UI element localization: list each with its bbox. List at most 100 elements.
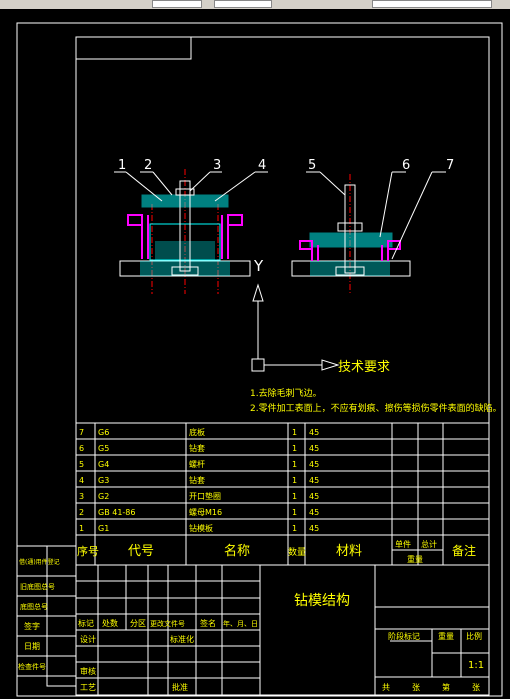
sidebar-label: 日期 — [24, 642, 40, 651]
ucs-icon — [251, 283, 340, 372]
bom-cell-seq: 4 — [79, 476, 84, 485]
toolbar-field[interactable] — [372, 0, 492, 8]
screw — [179, 180, 191, 272]
tb-stage: 阶段标记 — [388, 631, 420, 641]
inner-frame — [75, 36, 490, 696]
bom-cell-qty: 1 — [292, 428, 297, 437]
base-plate — [119, 260, 251, 277]
bom-cell-name: 钻套 — [189, 443, 205, 453]
toolbar-field[interactable] — [214, 0, 272, 8]
bom-cell-code: GB 41-86 — [98, 508, 135, 517]
tech-note-2: 2.零件加工表面上，不应有划痕、擦伤等损伤零件表面的缺陷。 — [250, 402, 502, 414]
sidebar-label: 借(通)用件登记 — [19, 558, 60, 566]
bom-header: 序号 代号 名称 数量 材料 单件 总计 重量 备注 — [77, 539, 476, 564]
bom-cell-code: G5 — [98, 444, 109, 453]
tb-approve: 批准 — [172, 682, 188, 692]
base-plate — [291, 260, 411, 277]
bushing — [387, 240, 401, 250]
sidebar-label: 旧底图总号 — [20, 582, 55, 591]
tb-scale: 比例 — [466, 631, 482, 641]
balloon-4: 4 — [258, 158, 266, 173]
tb-sheets: 共 — [382, 683, 390, 692]
bom-cell-mat: 45 — [309, 476, 319, 485]
tb-weight: 重量 — [438, 631, 454, 641]
window-toolbar-strip — [0, 0, 510, 9]
bom-header-weight: 重量 — [407, 554, 423, 564]
tb-sheets: 张 — [472, 683, 480, 692]
bushing — [299, 240, 313, 250]
bom-header-remark: 备注 — [452, 543, 476, 558]
tb-standard: 标准化 — [170, 634, 194, 644]
axis-label-y: Y — [253, 257, 264, 275]
bom-header-name: 名称 — [224, 543, 250, 559]
bom-header-qty: 数量 — [288, 546, 306, 558]
bom-cell-qty: 1 — [292, 460, 297, 469]
bom-cell-name: 螺杆 — [189, 459, 205, 469]
bushing — [227, 214, 243, 226]
bom-header-mat: 材料 — [336, 544, 362, 559]
tb-sheets: 张 — [412, 683, 420, 692]
toolbar-dropdown[interactable] — [152, 0, 202, 8]
balloon-3: 3 — [213, 158, 221, 173]
bom-cell-mat: 45 — [309, 524, 319, 533]
bom-cell-mat: 45 — [309, 508, 319, 517]
bushing-walls — [141, 215, 229, 259]
code-box — [75, 36, 192, 60]
bom-cell-qty: 1 — [292, 444, 297, 453]
tb-craft: 工艺 — [80, 683, 96, 692]
bom-cell-seq: 1 — [79, 524, 84, 533]
bom-cell-mat: 45 — [309, 460, 319, 469]
bom-cell-code: G3 — [98, 476, 109, 485]
assembly-view-right[interactable]: 5 6 7 — [291, 158, 454, 294]
bom-cell-qty: 1 — [292, 492, 297, 501]
bom-cell-code: G2 — [98, 492, 109, 501]
bom-header-single: 单件 — [395, 539, 411, 549]
bom-cell-seq: 2 — [79, 508, 84, 517]
rev-header: 分区 — [130, 619, 146, 628]
bom-cell-mat: 45 — [309, 492, 319, 501]
rev-header: 处数 — [102, 618, 118, 628]
tb-sheets: 第 — [442, 682, 450, 692]
sidebar-label: 底图总号 — [20, 602, 48, 611]
bom-cell-seq: 6 — [79, 444, 84, 453]
balloon-1: 1 — [118, 158, 126, 173]
sidebar-grid — [17, 545, 77, 687]
bom-header-seq: 序号 — [77, 544, 99, 558]
bom-cell-qty: 1 — [292, 476, 297, 485]
bom-cell-qty: 1 — [292, 524, 297, 533]
screw-foot — [335, 266, 365, 276]
bom-cell-name: 钻模板 — [189, 523, 213, 533]
bom-cell-seq: 3 — [79, 492, 84, 501]
assembly-view-left[interactable]: 1 2 3 4 — [114, 158, 268, 294]
bom-cell-code: G6 — [98, 428, 109, 437]
tb-design: 设计 — [80, 634, 96, 644]
tech-title: 技术要求 — [338, 360, 390, 375]
balloon-7: 7 — [446, 158, 454, 173]
bushing-walls — [311, 245, 389, 261]
tb-audit: 审核 — [80, 666, 96, 676]
balloon-6: 6 — [402, 158, 410, 173]
drill-plate — [309, 232, 393, 248]
nut — [337, 222, 363, 232]
workpiece-hatch — [155, 241, 215, 260]
bom-grid — [75, 422, 490, 566]
rev-header: 年、月、日 — [223, 619, 258, 628]
bom-cell-name: 螺母M16 — [189, 507, 222, 517]
nut — [175, 188, 195, 196]
outer-frame — [16, 22, 503, 697]
bom-cell-seq: 5 — [79, 460, 84, 469]
bom-cell-seq: 7 — [79, 428, 84, 437]
tech-note-1: 1.去除毛刺飞边。 — [250, 387, 322, 399]
rev-header: 签名 — [200, 618, 216, 628]
base-hatch — [310, 261, 390, 276]
cad-drawing-canvas[interactable]: 1 2 3 4 Y 5 6 7 技术要求 1.去除毛刺飞边。 2.零件 — [0, 9, 510, 699]
balloon-5: 5 — [308, 158, 316, 173]
leaders-left — [114, 171, 268, 202]
leaders-right — [306, 171, 446, 260]
workpiece — [149, 223, 221, 261]
bom-cell-mat: 45 — [309, 428, 319, 437]
tb-scale-value: 1:1 — [468, 660, 484, 671]
sidebar-label: 签字 — [24, 621, 40, 631]
drawing-name: 钻模结构 — [294, 593, 350, 609]
screw — [344, 184, 356, 274]
